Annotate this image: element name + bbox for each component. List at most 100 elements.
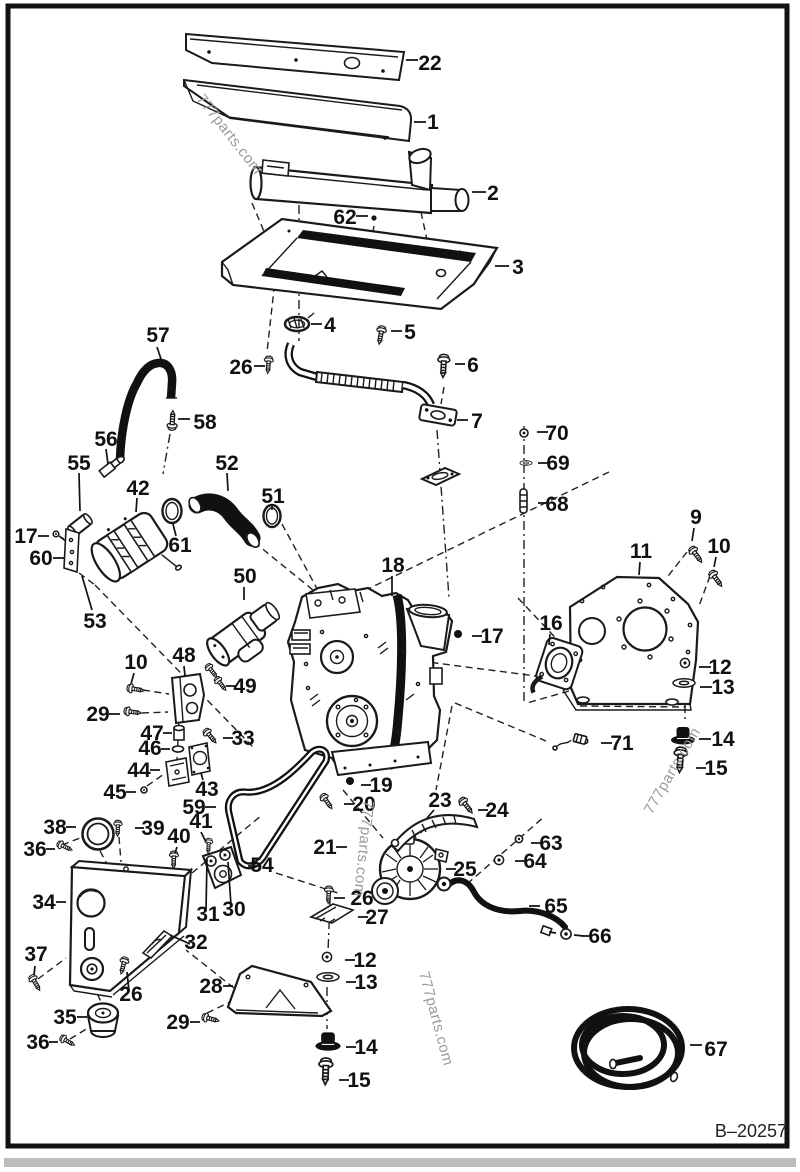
callout-60: 60 (29, 547, 52, 570)
part-bracket-28 (226, 964, 333, 1018)
part-hose-65 (436, 876, 568, 937)
callout-9: 9 (690, 506, 702, 529)
part-heat-shield-lower-1 (183, 78, 413, 143)
part-hose-57 (115, 358, 177, 465)
callout-49: 49 (233, 675, 256, 698)
callout-47: 47 (140, 722, 163, 745)
part-grommet-38 (81, 817, 115, 851)
part-bolt-24 (456, 794, 477, 817)
part-cap-35 (86, 1002, 120, 1038)
part-point-19 (346, 777, 354, 785)
figure-code: B–20257 (715, 1121, 787, 1141)
part-wire-71 (552, 733, 589, 751)
part-point-17b (454, 630, 462, 638)
part-bolt-40 (168, 850, 180, 870)
callout-26a: 26 (229, 356, 252, 379)
callout-69: 69 (546, 452, 569, 475)
callout-15a: 15 (704, 757, 728, 780)
part-bracket-48 (170, 672, 206, 725)
part-gasket-8 (419, 466, 462, 487)
part-idler-bracket-54 (201, 845, 243, 890)
callout-12a: 12 (708, 656, 731, 679)
part-washer-13a (672, 678, 696, 688)
callout-62: 62 (333, 206, 356, 229)
part-bolt-6 (436, 353, 451, 379)
callout-42: 42 (126, 477, 149, 500)
part-flange-16 (530, 637, 584, 694)
callout-16: 16 (539, 612, 562, 635)
part-bolt-5 (373, 324, 388, 346)
callout-12b: 12 (353, 949, 376, 972)
part-oring-61 (161, 497, 183, 525)
callout-26b: 26 (350, 887, 373, 910)
callout-59: 59 (182, 796, 205, 819)
callout-55: 55 (67, 452, 91, 475)
part-oil-filter-42 (90, 511, 182, 583)
part-bolt-10b (125, 682, 146, 696)
part-screw-17a (52, 530, 65, 540)
callout-25: 25 (453, 858, 477, 881)
part-grommet-70 (519, 428, 529, 438)
callout-53: 53 (83, 610, 106, 633)
callout-63: 63 (539, 832, 562, 855)
callout-5: 5 (404, 321, 416, 344)
part-valve-47 (173, 724, 185, 741)
part-washer-13b (316, 972, 340, 982)
part-alternator-25 (371, 835, 449, 905)
callout-50: 50 (233, 565, 256, 588)
part-bolt-49b (212, 674, 230, 694)
callout-48: 48 (172, 644, 196, 667)
part-starter-50 (206, 601, 281, 667)
callout-41: 41 (189, 810, 213, 833)
callout-44: 44 (127, 759, 151, 782)
callout-61: 61 (168, 534, 192, 557)
callout-21: 21 (313, 836, 337, 859)
part-bolt-36a (55, 838, 75, 855)
callout-38: 38 (43, 816, 67, 839)
part-heat-shield-upper-22 (185, 32, 406, 82)
callout-56: 56 (94, 428, 117, 451)
callout-17b: 17 (480, 625, 503, 648)
callout-30: 30 (222, 898, 245, 921)
part-coiled-hose-67 (571, 1006, 685, 1090)
callout-24: 24 (485, 799, 509, 822)
callout-31: 31 (196, 903, 220, 926)
callout-45: 45 (103, 781, 127, 804)
callout-51: 51 (261, 485, 285, 508)
callout-32: 32 (184, 931, 207, 954)
callout-43: 43 (195, 778, 218, 801)
callout-34: 34 (32, 891, 56, 914)
callout-66: 66 (588, 925, 611, 948)
part-bracket-44 (165, 757, 190, 787)
callout-17a: 17 (14, 525, 37, 548)
callout-leader-lines (33, 59, 717, 1081)
part-washer-63 (514, 834, 524, 844)
callout-1: 1 (427, 111, 439, 134)
part-bolt-29b (200, 1011, 221, 1026)
part-clamp-4 (283, 312, 315, 333)
callout-33: 33 (231, 727, 254, 750)
part-bolt-15b (317, 1056, 334, 1086)
callout-52: 52 (215, 452, 238, 475)
callout-71: 71 (610, 732, 634, 755)
callout-13a: 13 (711, 676, 734, 699)
part-engine-18 (286, 582, 454, 777)
callout-10b: 10 (124, 651, 147, 674)
callout-46: 46 (138, 737, 161, 760)
callout-68: 68 (545, 493, 569, 516)
callout-67: 67 (704, 1038, 727, 1061)
callout-29b: 29 (166, 1011, 189, 1034)
callout-13b: 13 (354, 971, 377, 994)
callout-10a: 10 (707, 535, 730, 558)
part-nut-12a (679, 657, 691, 669)
callout-36b: 36 (26, 1031, 49, 1054)
callout-65: 65 (544, 895, 568, 918)
part-washer-69 (519, 460, 533, 466)
callout-11: 11 (630, 540, 653, 563)
callout-20: 20 (352, 793, 375, 816)
part-stud-68 (519, 488, 528, 514)
callout-14a: 14 (711, 728, 735, 751)
callout-35: 35 (53, 1006, 77, 1029)
